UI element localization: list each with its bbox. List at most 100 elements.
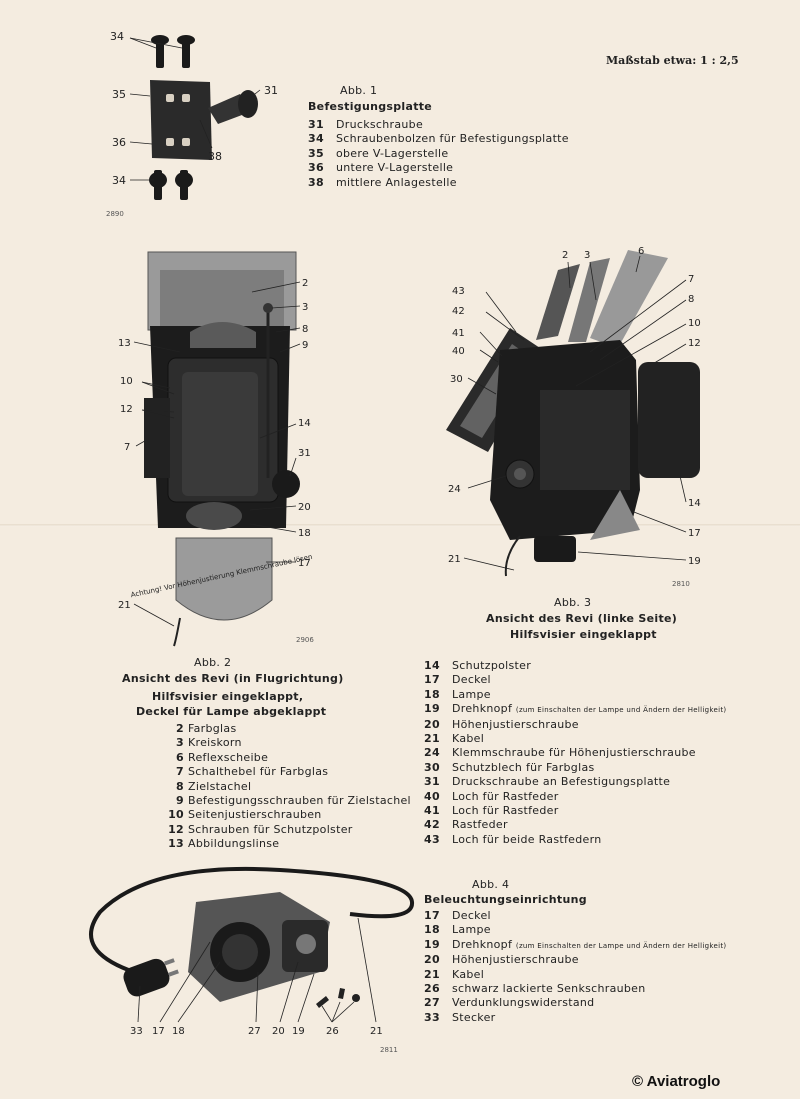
fig2-illustration: Achtung! Vor Höhenjustierung Klemmschrau…: [118, 251, 314, 647]
fig1-callout: 36: [112, 136, 126, 149]
fig2-callout: 20: [298, 502, 311, 513]
fig4-illustration: 33 17 18 27 20 19 26 21 2811: [89, 866, 414, 1054]
fig2-subtitle3: Deckel für Lampe abgeklappt: [136, 705, 327, 718]
fig3-subtitle2: Hilfsvisier eingeklappt: [510, 628, 657, 641]
fig3-callout: 17: [688, 528, 701, 539]
fig4-callout: 17: [152, 1026, 165, 1037]
fig3-subtitle: Ansicht des Revi (linke Seite): [486, 612, 678, 625]
fig2-serial: 2906: [296, 636, 314, 644]
fig2-callout: 21: [118, 600, 131, 611]
scale-label: Maßstab etwa: 1 : 2,5: [606, 54, 739, 67]
fig1-callout: 34: [110, 30, 124, 43]
fig3-callout: 10: [688, 318, 701, 329]
fig3-callout: 3: [584, 250, 590, 261]
fig2-callout: 10: [120, 376, 133, 387]
fig3-callout: 2: [562, 250, 568, 261]
fig3-callout: 41: [452, 328, 465, 339]
fig3-callout: 43: [452, 286, 465, 297]
fig2-callout: 2: [302, 278, 308, 289]
bottom-band: [0, 1071, 800, 1099]
fig2-callout: 18: [298, 528, 311, 539]
fig3-title: Abb. 3: [554, 596, 592, 609]
fig3-callout: 40: [452, 346, 465, 357]
fig2-callout: 14: [298, 418, 311, 429]
fig2-subtitle2: Hilfsvisier eingeklappt,: [152, 690, 304, 703]
fig3-callout: 21: [448, 554, 461, 565]
fig2-callout: 7: [124, 442, 130, 453]
fig4-subtitle: Beleuchtungseinrichtung: [424, 893, 587, 906]
fig3-callout: 6: [638, 246, 644, 257]
fig3-callout: 30: [450, 374, 463, 385]
fig1-callout: 31: [264, 84, 278, 97]
fig4-serial: 2811: [380, 1046, 398, 1054]
fig4-callout: 26: [326, 1026, 339, 1037]
fig3-callout: 8: [688, 294, 694, 305]
fig3-callout: 24: [448, 484, 461, 495]
fig1-serial: 2890: [106, 210, 124, 218]
fig1-subtitle: Befestigungsplatte: [308, 100, 433, 113]
fig4-callout: 19: [292, 1026, 305, 1037]
fig3-illustration: 2 3 6 43 42 7 8 41 40 10 12 30 24 14 17 …: [446, 246, 701, 588]
fig4-callout: 20: [272, 1026, 285, 1037]
fig2-callout: 12: [120, 404, 133, 415]
fig4-callout: 33: [130, 1026, 143, 1037]
fig3-serial: 2810: [672, 580, 690, 588]
fig1-illustration: 34 35 31 36 38 34 2890: [106, 30, 278, 218]
fig4-callout: 18: [172, 1026, 185, 1037]
fig2-callout: 9: [302, 340, 308, 351]
fig3-callout: 42: [452, 306, 465, 317]
fig3-callout: 14: [688, 498, 701, 509]
fig1-callout: 35: [112, 88, 126, 101]
fig1-callout: 38: [208, 150, 222, 163]
fig1-title: Abb. 1: [340, 84, 378, 97]
fig4-title: Abb. 4: [472, 878, 510, 891]
fig3-callout: 19: [688, 556, 701, 567]
fig1-callout: 34: [112, 174, 126, 187]
page-fold: [0, 524, 800, 527]
fig2-callout: 17: [298, 558, 311, 569]
fig3-callout: 12: [688, 338, 701, 349]
fig4-callout: 21: [370, 1026, 383, 1037]
fig3-callout: 7: [688, 274, 694, 285]
fig2-callout: 31: [298, 448, 311, 459]
fig2-callout: 8: [302, 324, 308, 335]
